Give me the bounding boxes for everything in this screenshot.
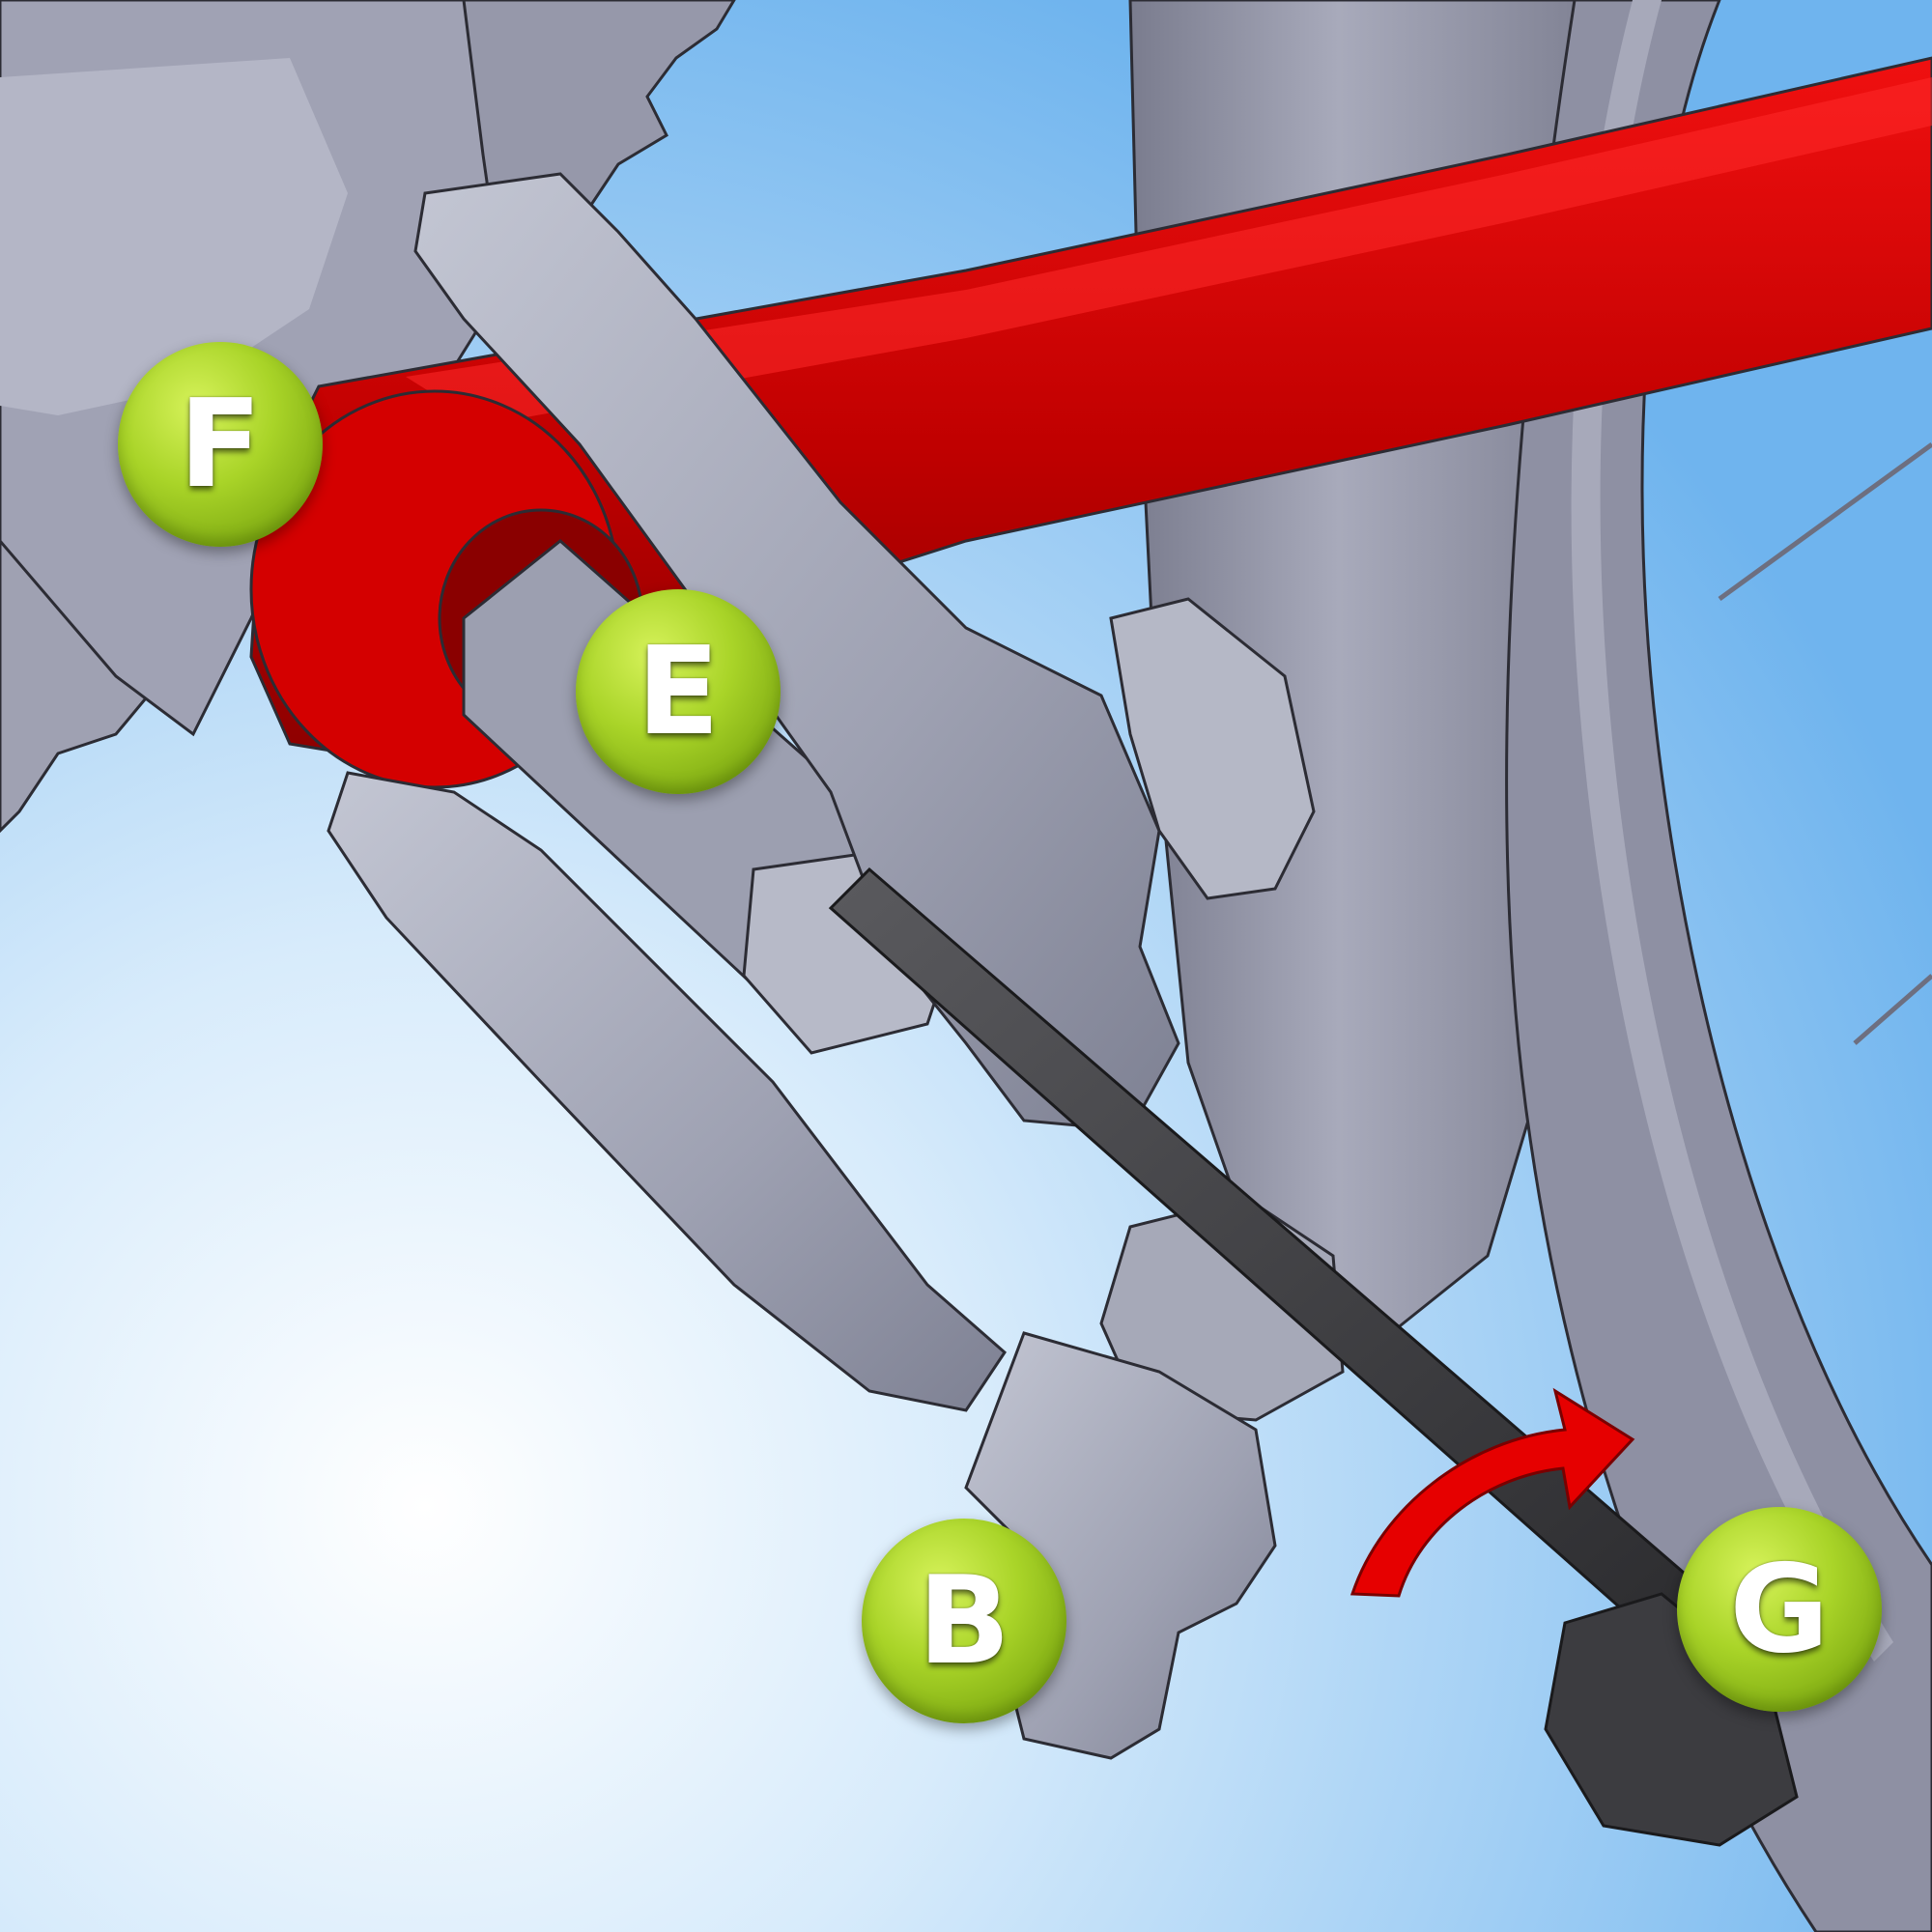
callout-b: B (862, 1519, 1066, 1723)
puller-yoke-upper (413, 172, 1316, 1132)
callout-g: G (1677, 1507, 1882, 1712)
callout-e: E (576, 589, 781, 794)
puller-yoke-lower (327, 771, 1007, 1412)
rotation-arrow-icon (1350, 1387, 1635, 1598)
callout-f: F (118, 342, 323, 547)
